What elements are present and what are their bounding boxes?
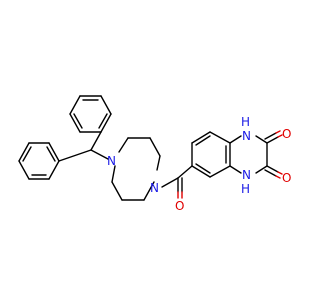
h-amide-bottom: H — [241, 182, 250, 196]
background — [0, 0, 300, 300]
phenyl-ring-top — [69, 95, 112, 133]
dione-carbonyl-bottom — [264, 165, 283, 179]
o-carbonyl: O — [175, 199, 184, 213]
bond-ch-phenyl-top — [90, 131, 102, 151]
phenyl-ring-left — [18, 142, 60, 180]
piperazine-ring — [111, 137, 161, 201]
pyrazine-dione-ring — [229, 135, 268, 174]
carbonyl-group — [177, 177, 183, 199]
n-amide-bottom: N — [242, 168, 251, 182]
n-amide-top: N — [242, 129, 251, 143]
molecule-structure-diagram: N N O H N N H — [0, 0, 300, 300]
bond-n-carbonyl — [161, 177, 179, 188]
dione-carbonyl-top — [264, 130, 283, 144]
o-dione-top: O — [282, 127, 291, 141]
n-piperazine-top: N — [107, 154, 116, 168]
benzo-ring — [191, 131, 231, 178]
bond-ch-piperazine — [90, 149, 109, 160]
o-dione-bottom: O — [282, 171, 291, 185]
n-piperazine-bottom: N — [150, 181, 159, 195]
h-amide-top: H — [241, 115, 250, 129]
bond-ch-phenyl-left — [58, 149, 92, 162]
bond-carbonyl-benzene — [177, 165, 193, 179]
